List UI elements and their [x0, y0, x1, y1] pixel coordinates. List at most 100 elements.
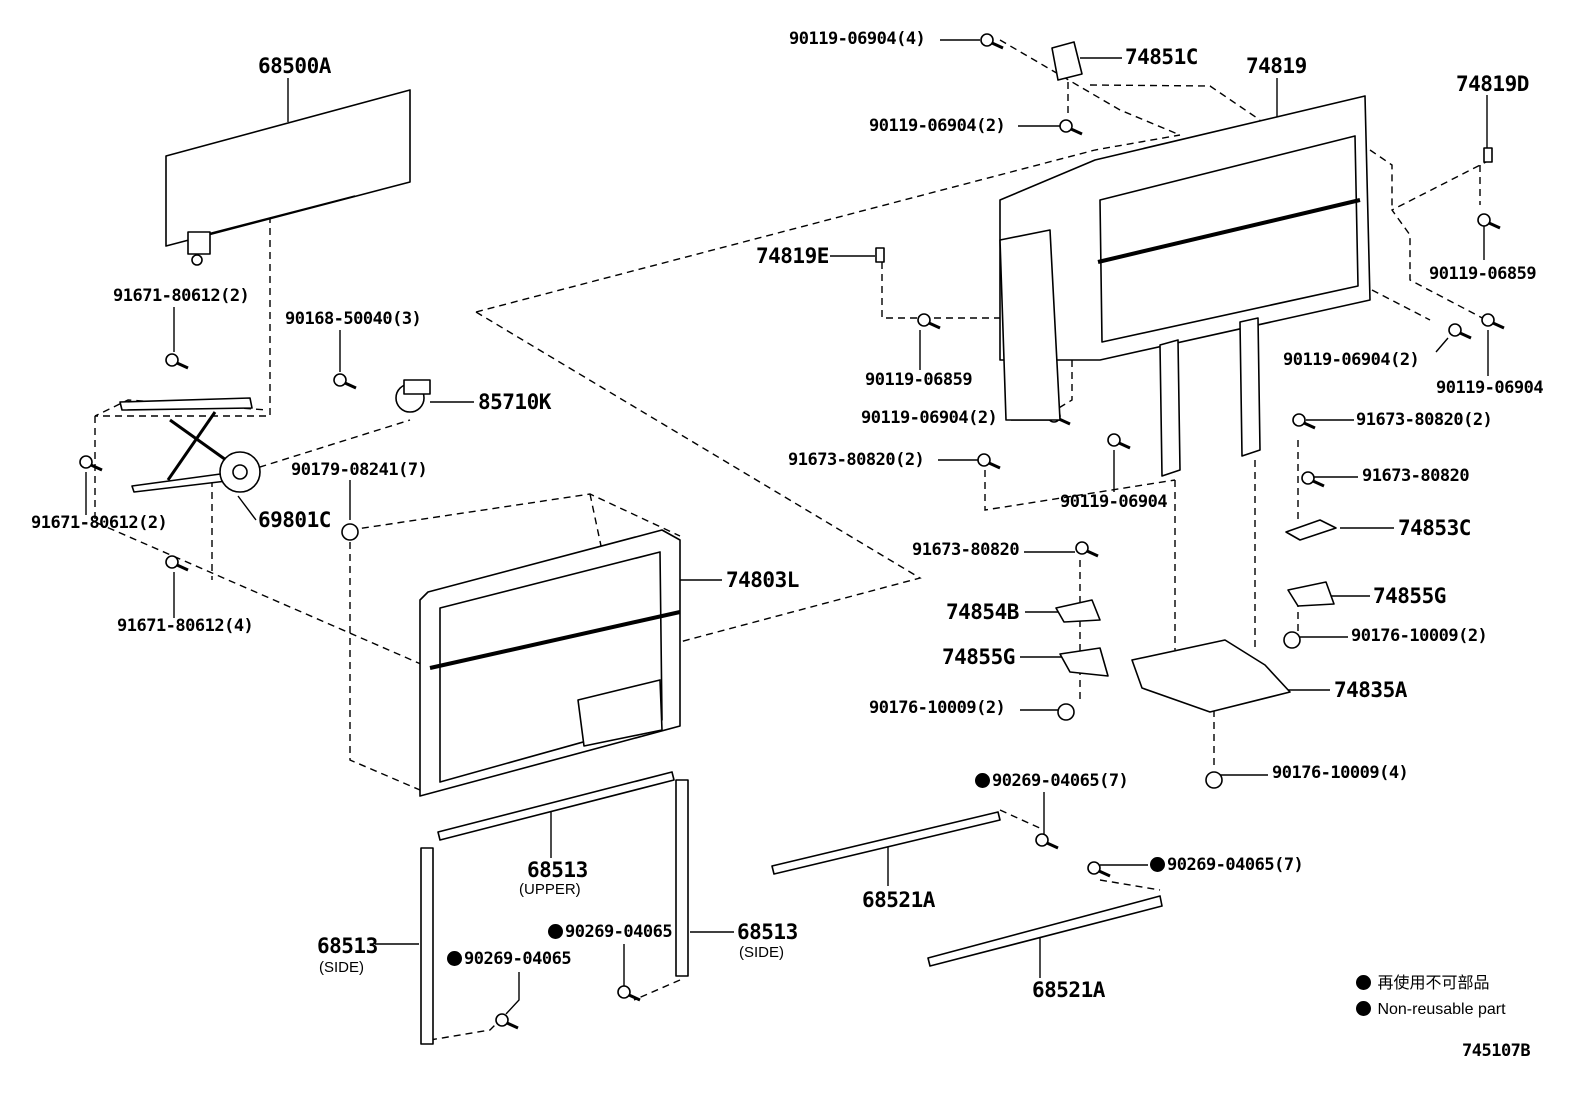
guide-left-frame — [94, 416, 431, 669]
part-label-l03: 90168-50040(3) — [285, 309, 422, 329]
part-label-l01: 68500A — [258, 56, 331, 77]
part-label-l41: 90176-10009(2) — [1351, 628, 1488, 645]
guide-74819E — [881, 262, 1002, 319]
part-label-l39: 74855G — [1373, 586, 1446, 607]
non-reusable-dot-icon — [1356, 1001, 1371, 1016]
leader-90269-left — [505, 972, 520, 1015]
bolt-icon-18 — [617, 985, 631, 999]
part-label-l36: 90119-06904 — [1060, 492, 1168, 512]
bolt-icon-2-shank — [176, 563, 189, 572]
bolt-icon-1-shank — [90, 463, 103, 472]
part-label-l15: 90269-04065 — [548, 922, 673, 942]
part-number-text: 68513 — [737, 920, 798, 944]
part-number-text: 74835A — [1334, 678, 1407, 702]
part-label-l04: 85710K — [478, 392, 551, 413]
bolt-icon-10-shank — [1058, 417, 1071, 426]
bolt-icon-4-shank — [991, 41, 1004, 50]
part-number-text: 90119-06904 — [1060, 492, 1168, 512]
part-number-text: 74855G — [942, 645, 1015, 669]
belt-moulding-lower — [927, 895, 1163, 967]
bolt-icon-3-shank — [344, 381, 357, 390]
part-label-l23: 74851C — [1125, 47, 1198, 68]
guide-frame-left — [349, 530, 421, 791]
legend-jp: 再使用不可部品 — [1356, 975, 1489, 992]
part-label-l38: 91673-80820 — [912, 540, 1020, 560]
bolt-icon-18-shank — [628, 993, 641, 1002]
part-number-text: 90176-10009(4) — [1272, 763, 1409, 783]
part-number-text: 90269-04065 — [565, 922, 673, 942]
part-label-l31: 90119-06904 — [1436, 378, 1544, 398]
part-label-l02: 91671-80612(2) — [113, 288, 250, 305]
part-number-text: 91673-80820 — [912, 540, 1020, 560]
part-label-l22: 90119-06904(4) — [789, 29, 926, 49]
part-number-text: 90179-08241(7) — [291, 460, 428, 480]
part-number-text: 68521A — [862, 888, 935, 912]
bracket-74855G-left — [1059, 647, 1109, 677]
glass-channel — [199, 195, 356, 237]
part-number-text: 90269-04065 — [464, 949, 572, 969]
bolt-icon-4 — [980, 33, 994, 47]
part-number-text: 90119-06904(4) — [789, 29, 926, 49]
part-label-l25: 74819D — [1456, 74, 1529, 95]
bracket-74851C — [1051, 41, 1083, 81]
bolt-icon-3 — [333, 373, 347, 387]
part-number-text: 90269-04065(7) — [1167, 855, 1304, 875]
guide-side-right — [633, 979, 681, 1001]
part-label-l18: 68521A — [862, 890, 935, 911]
clip-74819E — [875, 247, 885, 263]
part-number-text: 74819D — [1456, 72, 1529, 96]
part-number-text: 90168-50040(3) — [285, 309, 422, 329]
diagram-id: 745107B — [1462, 1041, 1531, 1061]
non-reusable-dot-icon — [1150, 857, 1165, 872]
bolt-icon-14-shank — [988, 461, 1001, 470]
bolt-icon-5 — [1059, 119, 1073, 133]
guide-90269-lower — [1099, 879, 1161, 891]
bolt-icon-0 — [165, 353, 179, 367]
bolt-icon-12 — [1292, 413, 1306, 427]
bracket-74853C — [1285, 519, 1337, 541]
part-number-text: 91673-80820(2) — [788, 450, 925, 470]
part-number-text: 69801C — [258, 508, 331, 532]
part-label-l34: 91673-80820(2) — [788, 450, 925, 470]
part-number-text: 91671-80612(4) — [117, 616, 254, 636]
bolt-icon-5-shank — [1070, 127, 1083, 136]
clip-icon-1 — [1283, 631, 1301, 649]
belt-moulding-upper — [771, 811, 1001, 875]
weatherstrip-side-right — [675, 779, 689, 977]
bolt-icon-15-shank — [1086, 549, 1099, 558]
clip-icon-0 — [1057, 703, 1075, 721]
part-number-text: 74803L — [726, 568, 799, 592]
legend-en-text: Non-reusable part — [1377, 1001, 1506, 1018]
main-frame-leg-left — [1159, 339, 1181, 477]
bolt-icon-14 — [977, 453, 991, 467]
main-frame-leg-right — [1239, 317, 1261, 457]
part-label-l24: 74819 — [1246, 56, 1307, 77]
part-label-l09: 74803L — [726, 570, 799, 591]
part-number-text: 74855G — [1373, 584, 1446, 608]
part-label-l07: 91671-80612(2) — [31, 513, 168, 533]
parts-illustrations — [79, 33, 1505, 1045]
part-number-text: 91673-80820 — [1362, 466, 1470, 486]
leader-69801C — [237, 495, 257, 521]
guide-06904-c — [1051, 360, 1073, 413]
part-label-l44: 90176-10009(2) — [869, 700, 1006, 717]
part-label-l40: 74854B — [946, 602, 1019, 623]
guide-91673-b — [984, 470, 1176, 511]
part-number-text: (SIDE) — [739, 944, 784, 961]
part-number-text: 90119-06904(2) — [869, 116, 1006, 136]
bolt-icon-11 — [1107, 433, 1121, 447]
part-number-text: 90119-06904 — [1436, 378, 1544, 398]
guide-big-bottom — [475, 311, 922, 669]
non-reusable-dot-icon — [447, 951, 462, 966]
part-label-l16: 68513 — [737, 922, 798, 943]
part-label-l12: 68513 — [317, 936, 378, 957]
motor-body — [403, 379, 431, 395]
part-number-text: 91671-80612(2) — [31, 513, 168, 533]
part-number-text: 74851C — [1125, 45, 1198, 69]
glass-bracket — [187, 231, 211, 255]
weatherstrip-side-left — [420, 847, 434, 1045]
part-label-l29: 90119-06859 — [865, 372, 973, 389]
bolt-icon-2 — [165, 555, 179, 569]
part-number-text: 68521A — [1032, 978, 1105, 1002]
bolt-icon-7-shank — [928, 321, 941, 330]
